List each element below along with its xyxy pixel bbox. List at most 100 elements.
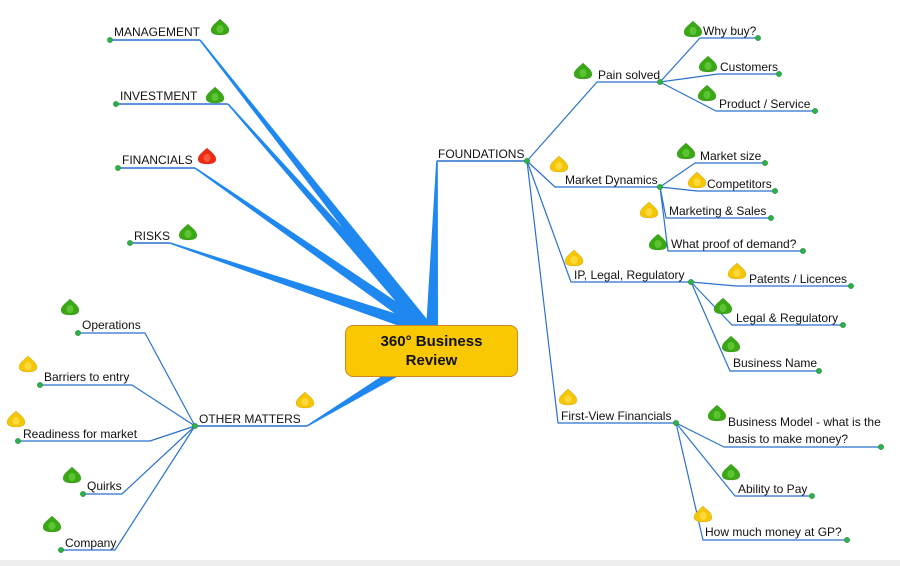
handle-fin-leaf-0 <box>878 444 884 450</box>
branch-operations <box>78 332 196 427</box>
handle-market-leaf-3 <box>800 248 806 254</box>
branch-pain-solved <box>526 81 660 162</box>
marker-first-view-financials-icon <box>558 388 578 406</box>
leaf-product-service[interactable]: Product / Service <box>719 97 811 111</box>
marker-other-matters-icon <box>295 391 315 409</box>
leaf-business-name[interactable]: Business Name <box>733 356 818 370</box>
marker-money-at-gp-icon <box>693 505 713 523</box>
handle-management <box>107 37 113 43</box>
marker-patents-icon <box>727 262 747 280</box>
marker-operations-icon-highlight <box>66 305 74 313</box>
branch-management <box>199 39 433 334</box>
topic-foundations[interactable]: FOUNDATIONS <box>438 147 525 161</box>
handle-fin-leaf-1 <box>809 493 815 499</box>
branch-pain-leaf-1 <box>659 73 779 83</box>
subtopic-company[interactable]: Company <box>65 536 117 550</box>
branch-company <box>61 425 196 551</box>
leaf-money-at-gp[interactable]: How much money at GP? <box>705 525 842 539</box>
topic-other-matters[interactable]: OTHER MATTERS <box>199 412 301 426</box>
handle-investment <box>113 101 119 107</box>
subtopic-quirks[interactable]: Quirks <box>87 479 122 493</box>
marker-business-model-icon-highlight <box>713 411 721 419</box>
branch-readiness <box>18 425 196 442</box>
leaf-patents-licences[interactable]: Patents / Licences <box>749 272 848 286</box>
leaf-legal-regulatory[interactable]: Legal & Regulatory <box>736 311 839 325</box>
leaf-market-size[interactable]: Market size <box>700 149 762 163</box>
topic-financials[interactable]: FINANCIALS <box>122 153 193 167</box>
subtopic-operations[interactable]: Operations <box>82 318 141 332</box>
branch-lines <box>18 37 881 551</box>
marker-marketing-sales-icon-highlight <box>645 208 653 216</box>
handle-company <box>58 547 64 553</box>
marker-business-name-icon <box>721 335 741 353</box>
leaf-business-model[interactable]: Business Model - what is the basis to ma… <box>728 415 881 446</box>
handle-other-matters <box>192 423 198 429</box>
topic-investment[interactable]: INVESTMENT <box>120 89 198 103</box>
subtopic-first-view-financials[interactable]: First-View Financials <box>561 409 672 423</box>
handle-ip-leaf-0 <box>848 283 854 289</box>
handle-risks <box>127 240 133 246</box>
marker-pain-solved-icon-highlight <box>579 69 587 77</box>
branch-ip-leaf-1 <box>690 281 843 326</box>
subtopic-readiness-for-market[interactable]: Readiness for market <box>23 427 138 441</box>
subtopic-market-dynamics[interactable]: Market Dynamics <box>565 173 658 187</box>
handle-first-view-financials <box>673 420 679 426</box>
handle-ip-leaf-2 <box>816 368 822 374</box>
marker-other-matters-icon-highlight <box>301 398 309 406</box>
central-topic-line1: 360° Business <box>380 333 483 350</box>
handle-market-dynamics <box>657 184 663 190</box>
node-handles <box>15 35 884 553</box>
marker-financials-icon-highlight <box>203 154 211 162</box>
marker-risks-icon-highlight <box>184 230 192 238</box>
marker-financials-icon <box>197 147 217 165</box>
marker-company-icon <box>42 515 62 533</box>
branch-ip-leaf-0 <box>690 281 851 287</box>
marker-why-buy-icon-highlight <box>689 27 697 35</box>
handle-pain-solved <box>657 79 663 85</box>
handle-fin-leaf-2 <box>844 537 850 543</box>
marker-ability-to-pay-icon <box>721 463 741 481</box>
topic-risks[interactable]: RISKS <box>134 229 171 243</box>
branch-quirks <box>83 425 196 495</box>
leaf-why-buy[interactable]: Why buy? <box>703 24 757 38</box>
leaf-ability-to-pay[interactable]: Ability to Pay <box>738 482 808 496</box>
branch-foundations <box>426 160 438 331</box>
marker-ip-legal-icon-highlight <box>570 256 578 264</box>
subtopic-barriers-to-entry[interactable]: Barriers to entry <box>44 370 130 384</box>
marker-management-icon-highlight <box>216 25 224 33</box>
handle-financials <box>115 165 121 171</box>
handle-market-leaf-0 <box>762 160 768 166</box>
central-topic-line2: Review <box>405 352 458 369</box>
branch-first-view-financials <box>526 160 676 424</box>
branch-market-leaf-2 <box>659 186 771 219</box>
marker-market-size-icon <box>676 142 696 160</box>
marker-why-buy-icon <box>683 20 703 38</box>
handle-ip-legal <box>688 279 694 285</box>
handle-pain-leaf-0 <box>755 35 761 41</box>
handle-barriers <box>37 382 43 388</box>
marker-market-dynamics-icon-highlight <box>555 162 563 170</box>
marker-proof-of-demand-icon-highlight <box>654 240 662 248</box>
subtopic-ip-legal-regulatory[interactable]: IP, Legal, Regulatory <box>574 268 685 282</box>
handle-pain-leaf-2 <box>812 108 818 114</box>
marker-investment-icon-highlight <box>211 93 219 101</box>
leaf-competitors[interactable]: Competitors <box>707 177 772 191</box>
handle-readiness <box>15 438 21 444</box>
marker-business-model-icon <box>707 404 727 422</box>
handle-quirks <box>80 491 86 497</box>
handle-operations <box>75 330 81 336</box>
leaf-proof-of-demand[interactable]: What proof of demand? <box>671 237 797 251</box>
marker-product-service-icon-highlight <box>703 91 711 99</box>
subtopic-pain-solved[interactable]: Pain solved <box>598 68 661 82</box>
leaf-marketing-sales[interactable]: Marketing & Sales <box>669 204 767 218</box>
marker-quirks-icon <box>62 466 82 484</box>
branch-barriers <box>40 384 196 427</box>
branch-ip-leaf-2 <box>690 281 819 372</box>
topic-management[interactable]: MANAGEMENT <box>114 25 201 39</box>
central-topic[interactable]: 360° Business Review <box>345 325 518 377</box>
branch-fin-leaf-2 <box>675 422 847 541</box>
marker-quirks-icon-highlight <box>68 473 76 481</box>
leaf-customers[interactable]: Customers <box>720 60 779 74</box>
priority-markers <box>6 18 747 533</box>
branch-market-leaf-1 <box>659 186 775 192</box>
